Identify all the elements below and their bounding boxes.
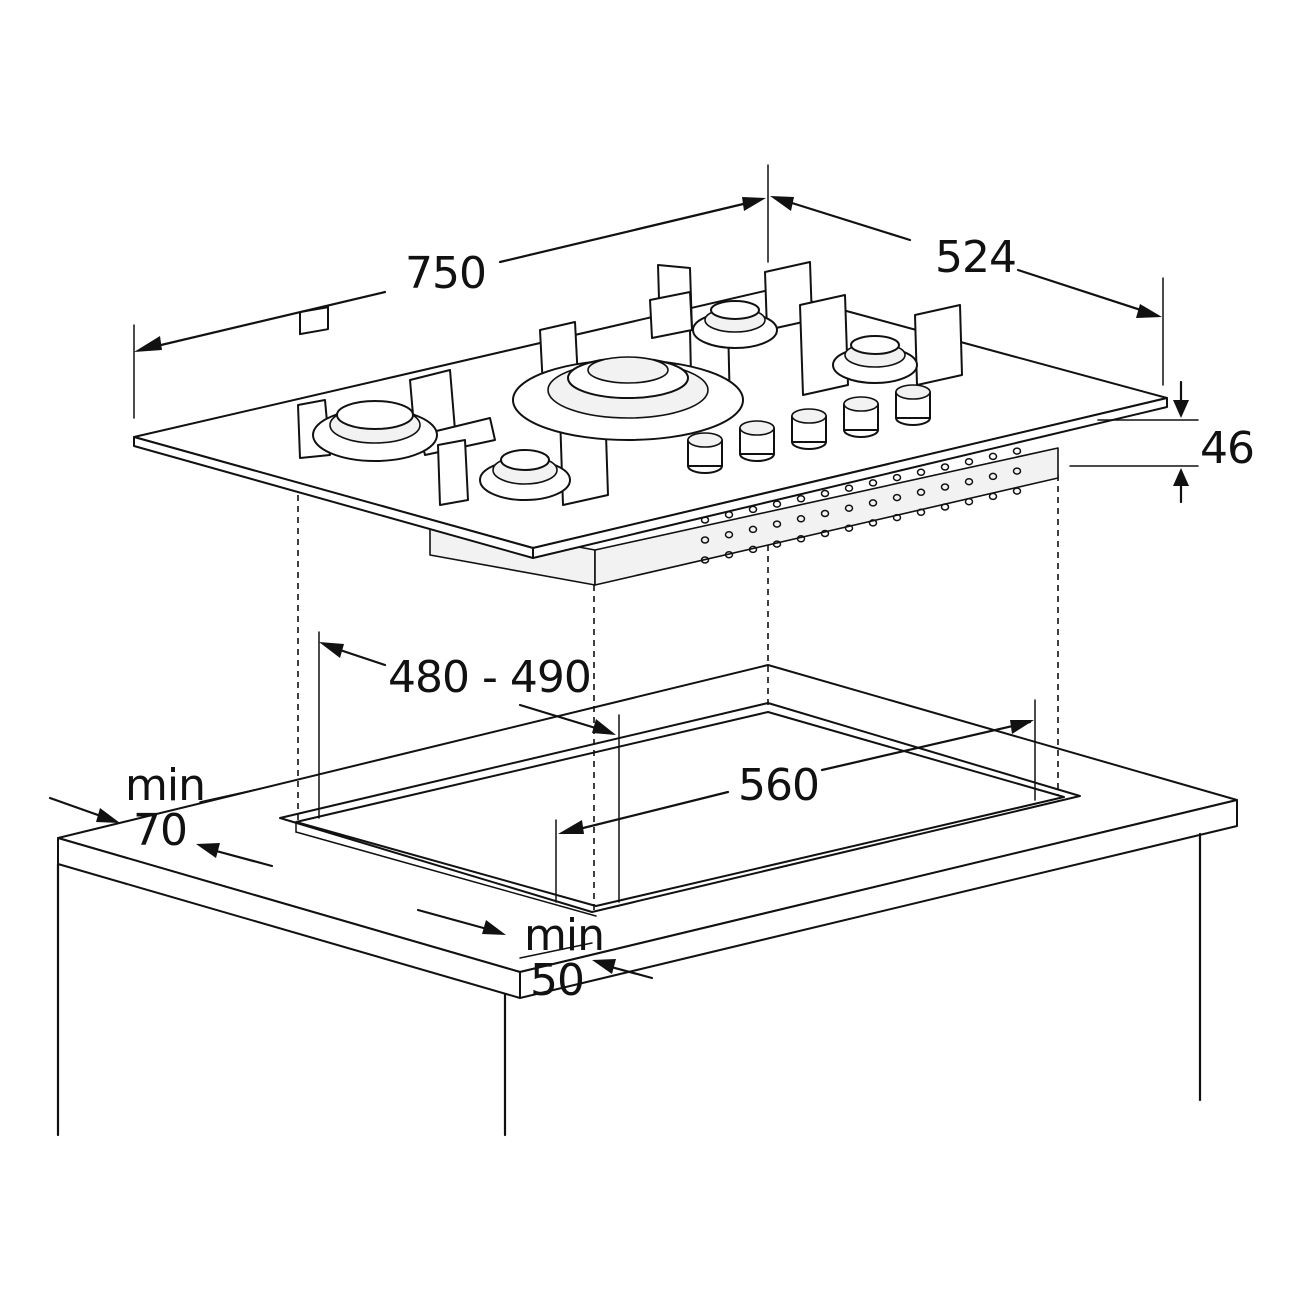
- control-knob: [739, 420, 775, 462]
- vent-hole: [868, 499, 878, 507]
- vent-hole: [700, 516, 710, 524]
- vent-hole: [964, 457, 974, 466]
- vent-hole: [700, 556, 710, 564]
- projection-lines: [297, 475, 1059, 912]
- vent-hole: [772, 520, 782, 528]
- vent-hole: [940, 483, 950, 491]
- vent-hole: [748, 545, 758, 554]
- dimension-height-46: 46: [1069, 380, 1255, 504]
- burner-front-left: [479, 449, 571, 501]
- vent-hole: [988, 492, 998, 501]
- control-knob: [895, 384, 931, 426]
- burner-rear-left: [312, 400, 438, 462]
- vent-hole: [940, 463, 950, 471]
- burner-front-right: [832, 335, 918, 384]
- vent-hole: [844, 524, 854, 532]
- hob: [133, 261, 1168, 586]
- depth-524-label: 524: [935, 232, 1016, 283]
- dimension-width-750: 750: [133, 164, 769, 419]
- cutout-opening: [279, 702, 1081, 917]
- vent-hole: [916, 468, 926, 477]
- vent-hole: [796, 515, 806, 523]
- vent-hole: [772, 500, 782, 508]
- control-knob: [791, 408, 827, 450]
- vent-hole: [844, 504, 854, 512]
- width-750-label: 750: [405, 248, 486, 299]
- vent-hole: [988, 472, 998, 481]
- dimension-min-rear: min 70: [48, 760, 274, 868]
- vent-hole: [820, 509, 830, 518]
- vent-hole: [868, 479, 878, 487]
- height-46-label: 46: [1200, 423, 1254, 474]
- vent-hole: [820, 529, 830, 538]
- vent-hole: [964, 477, 974, 486]
- vent-hole: [748, 505, 758, 514]
- vent-hole: [724, 510, 734, 519]
- vent-hole: [988, 452, 998, 461]
- vent-hole: [1012, 487, 1022, 495]
- vent-hole: [700, 536, 710, 544]
- min-front-value: 50: [530, 955, 584, 1006]
- min-front-label: min: [524, 910, 604, 961]
- cutout-width-label: 560: [738, 760, 819, 811]
- vent-hole: [796, 495, 806, 503]
- vent-hole: [892, 493, 902, 502]
- min-rear-value: 70: [133, 805, 187, 856]
- vent-hole: [916, 508, 926, 517]
- control-knob: [687, 432, 723, 474]
- vent-hole: [748, 525, 758, 534]
- hob-vent-holes: [700, 447, 1022, 564]
- vent-hole: [724, 530, 734, 539]
- dimension-cutout-depth: 480 - 490: [318, 631, 620, 903]
- hob-glass-right-edge: [532, 397, 1168, 559]
- vent-hole: [1012, 447, 1022, 455]
- cutout-inner-rim: [295, 711, 1065, 907]
- cutout-depth-label: 480 - 490: [388, 652, 591, 703]
- vent-hole: [772, 540, 782, 548]
- vent-hole: [868, 519, 878, 527]
- vent-hole: [796, 535, 806, 543]
- dimension-depth-524: 524: [770, 196, 1164, 386]
- vent-hole: [724, 550, 734, 559]
- burner-center-wok: [512, 356, 744, 441]
- vent-hole: [940, 503, 950, 511]
- burner-rear-right: [692, 300, 778, 349]
- vent-hole: [916, 488, 926, 497]
- vent-hole: [820, 489, 830, 498]
- countertop-right-edge: [519, 799, 1238, 999]
- vent-hole: [964, 497, 974, 506]
- control-knobs: [687, 384, 931, 474]
- vent-hole: [844, 484, 854, 492]
- vent-hole: [1012, 467, 1022, 475]
- vent-hole: [892, 473, 902, 482]
- control-knob: [843, 396, 879, 438]
- dimension-min-front: min 50: [416, 908, 654, 1006]
- min-rear-label: min: [125, 760, 205, 811]
- dimension-cutout-width: 560: [555, 699, 1036, 903]
- vent-hole: [892, 513, 902, 522]
